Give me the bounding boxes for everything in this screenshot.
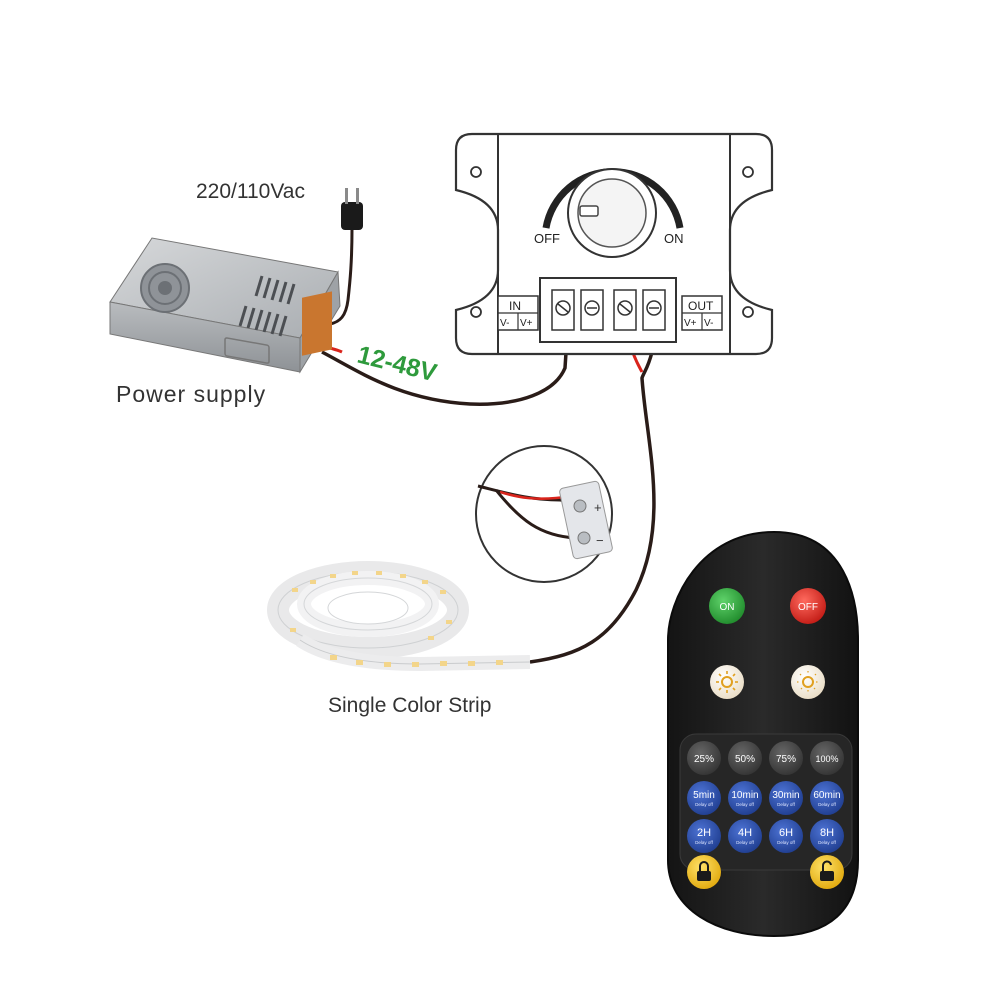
timer-button-2h[interactable]: 2H Delay off — [687, 819, 721, 853]
level-button-25[interactable]: 25% — [687, 741, 721, 775]
timer-button-30min[interactable]: 30min Delay off — [769, 781, 803, 815]
lock-icon[interactable] — [687, 855, 721, 889]
out-terminal-plus: V+ — [684, 318, 697, 329]
timer-label: 5min — [693, 790, 715, 801]
timer-label: 4H — [738, 827, 752, 839]
knob-on-label: ON — [664, 231, 684, 246]
in-label: IN — [509, 299, 521, 313]
out-terminal-minus: V- — [704, 318, 713, 329]
timer-sublabel: Delay off — [695, 802, 713, 807]
timer-label: 8H — [820, 827, 834, 839]
unlock-icon[interactable] — [810, 855, 844, 889]
power-supply-unit — [109, 237, 341, 374]
timer-label: 2H — [697, 827, 711, 839]
timer-label: 60min — [813, 790, 840, 801]
level-label: 75% — [776, 754, 796, 765]
knob-icon[interactable] — [567, 168, 657, 258]
timer-sublabel: Delay off — [736, 802, 754, 807]
timer-sublabel: Delay off — [695, 840, 713, 845]
mount-hole — [742, 306, 754, 318]
psu-vents — [238, 275, 296, 337]
dimmer-controller: OFF ON IN V- V+ — [454, 132, 774, 356]
strip-minus-label: − — [596, 533, 604, 548]
timer-button-60min[interactable]: 60min Delay off — [810, 781, 844, 815]
remote-off-label: OFF — [798, 602, 818, 613]
strip-label: Single Color Strip — [328, 694, 491, 717]
timer-label: 6H — [779, 827, 793, 839]
mount-hole — [470, 166, 482, 178]
knob-off-label: OFF — [534, 231, 560, 246]
strip-connection-detail: + − — [475, 445, 613, 583]
level-button-75[interactable]: 75% — [769, 741, 803, 775]
timer-button-4h[interactable]: 4H Delay off — [728, 819, 762, 853]
timer-button-6h[interactable]: 6H Delay off — [769, 819, 803, 853]
in-terminal-plus: V+ — [520, 318, 533, 329]
timer-label: 10min — [731, 790, 758, 801]
mount-hole — [470, 306, 482, 318]
input-terminal-label: IN V- V+ — [497, 295, 539, 331]
timer-label: 30min — [772, 790, 799, 801]
strip-plus-label: + — [594, 500, 602, 515]
level-label: 25% — [694, 754, 714, 765]
timer-sublabel: Delay off — [818, 840, 836, 845]
mount-hole — [742, 166, 754, 178]
level-label: 50% — [735, 754, 755, 765]
mains-voltage-label: 220/110Vac — [196, 180, 305, 203]
output-terminal-label: OUT V+ V- — [681, 295, 723, 331]
brightness-down-icon[interactable] — [791, 665, 825, 699]
timer-sublabel: Delay off — [818, 802, 836, 807]
timer-button-5min[interactable]: 5min Delay off — [687, 781, 721, 815]
timer-sublabel: Delay off — [777, 840, 795, 845]
out-label: OUT — [688, 299, 714, 313]
dimmer-to-strip-wire — [529, 321, 659, 664]
level-button-100[interactable]: 100% — [810, 741, 844, 775]
timer-button-10min[interactable]: 10min Delay off — [728, 781, 762, 815]
remote-off-button[interactable]: OFF — [790, 588, 826, 624]
brightness-up-icon[interactable] — [710, 665, 744, 699]
level-label: 100% — [815, 754, 838, 764]
timer-sublabel: Delay off — [736, 840, 754, 845]
level-button-50[interactable]: 50% — [728, 741, 762, 775]
led-strip-reel — [267, 561, 531, 672]
timer-button-8h[interactable]: 8H Delay off — [810, 819, 844, 853]
in-terminal-minus: V- — [500, 318, 509, 329]
remote-on-button[interactable]: ON — [709, 588, 745, 624]
psu-to-dimmer-black-wire — [321, 321, 570, 406]
power-supply-label: Power supply — [116, 381, 266, 407]
remote-on-label: ON — [720, 602, 735, 613]
voltage-label: 12-48V — [355, 341, 440, 388]
plug-icon — [341, 188, 363, 230]
timer-sublabel: Delay off — [777, 802, 795, 807]
remote-control: ON OFF — [667, 530, 859, 938]
terminal-screws — [551, 289, 666, 331]
mains-cable — [329, 227, 354, 326]
psu-fan — [140, 263, 190, 313]
